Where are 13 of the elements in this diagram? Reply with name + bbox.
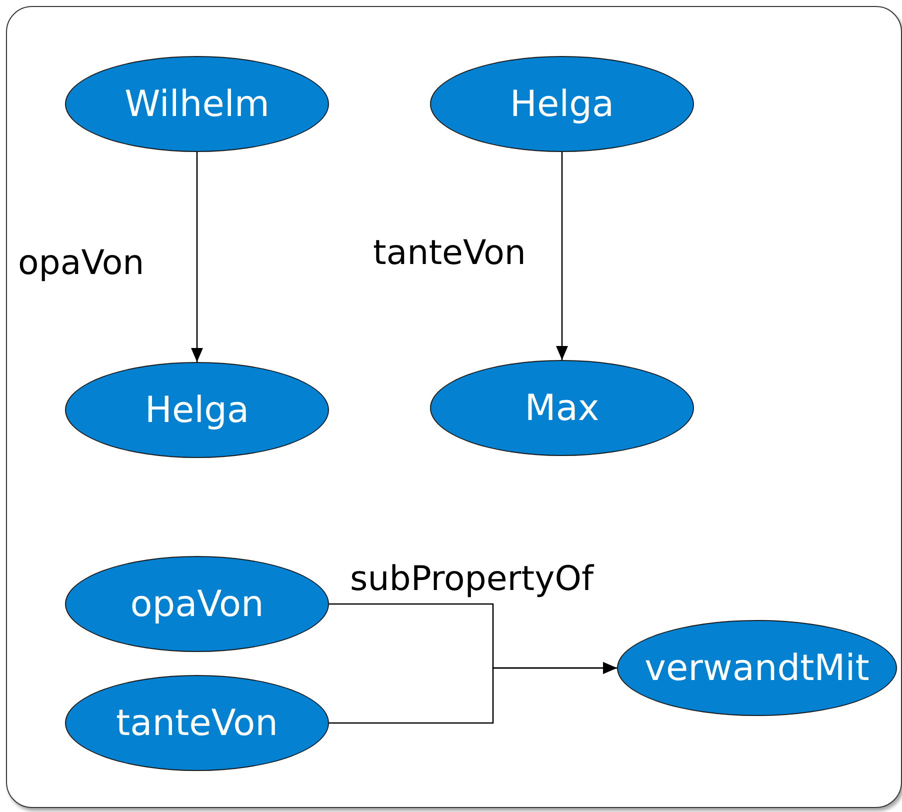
node-label: Max (524, 388, 600, 428)
arrow (191, 152, 203, 362)
node-label: tanteVon (116, 702, 278, 744)
node-label: verwandtMit (644, 648, 870, 688)
node-label: Wilhelm (124, 84, 270, 124)
arrow (329, 662, 617, 724)
edge-label: tanteVon (373, 236, 526, 270)
edge-label: opaVon (18, 246, 144, 280)
edge-label: subPropertyOf (350, 562, 594, 596)
node-label: Helga (510, 84, 614, 124)
arrow (556, 152, 568, 360)
node-label: Helga (144, 390, 250, 430)
node-label: opaVon (130, 584, 264, 624)
